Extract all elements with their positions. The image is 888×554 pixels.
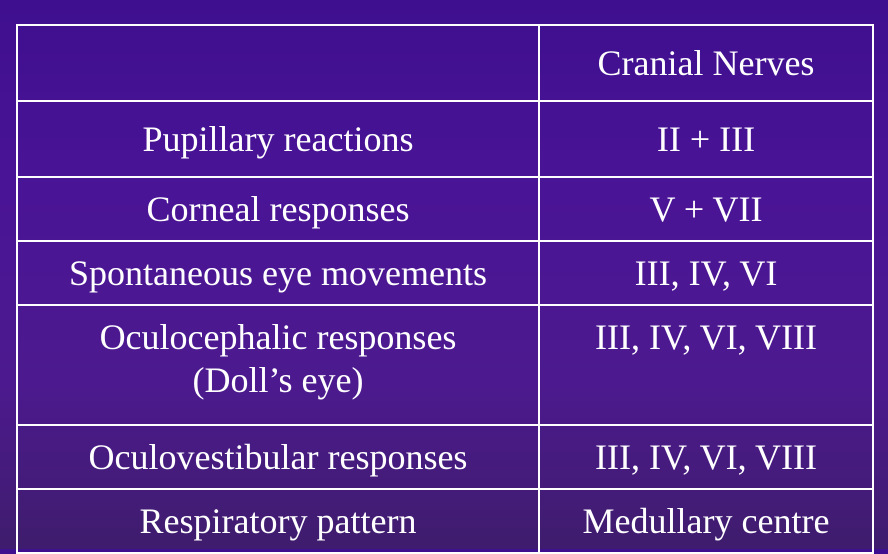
nerves-cell: III, IV, VI, VIII: [538, 424, 874, 490]
test-label: Respiratory pattern: [139, 500, 417, 541]
test-label: Pupillary reactions: [142, 118, 414, 159]
nerves-cell: II + III: [538, 100, 874, 178]
test-cell: Respiratory pattern: [16, 488, 540, 554]
test-label: Oculocephalic responses: [99, 317, 457, 357]
test-label-secondary: (Doll’s eye): [192, 360, 364, 400]
header-cell-test: [16, 24, 540, 102]
table-row: Corneal responses V + VII: [16, 176, 874, 242]
test-label: Corneal responses: [146, 188, 410, 229]
test-cell: Oculocephalic responses (Doll’s eye): [16, 304, 540, 426]
table-header-row: Cranial Nerves: [16, 24, 874, 102]
header-cell-cranial-nerves: Cranial Nerves: [538, 24, 874, 102]
test-cell: Pupillary reactions: [16, 100, 540, 178]
cranial-nerves-table-container: Cranial Nerves Pupillary reactions II + …: [16, 24, 874, 554]
nerves-cell: Medullary centre: [538, 488, 874, 554]
nerves-cell: V + VII: [538, 176, 874, 242]
test-label: Oculovestibular responses: [88, 436, 468, 477]
table-row: Oculovestibular responses III, IV, VI, V…: [16, 424, 874, 490]
table-row: Respiratory pattern Medullary centre: [16, 488, 874, 554]
table-row: Pupillary reactions II + III: [16, 100, 874, 178]
test-cell: Oculovestibular responses: [16, 424, 540, 490]
cranial-nerves-table: Cranial Nerves Pupillary reactions II + …: [16, 24, 874, 554]
test-cell: Corneal responses: [16, 176, 540, 242]
test-label: Spontaneous eye movements: [69, 252, 487, 293]
test-cell: Spontaneous eye movements: [16, 240, 540, 306]
nerves-cell: III, IV, VI, VIII: [538, 304, 874, 426]
nerves-cell: III, IV, VI: [538, 240, 874, 306]
table-row: Spontaneous eye movements III, IV, VI: [16, 240, 874, 306]
table-row: Oculocephalic responses (Doll’s eye) III…: [16, 304, 874, 426]
